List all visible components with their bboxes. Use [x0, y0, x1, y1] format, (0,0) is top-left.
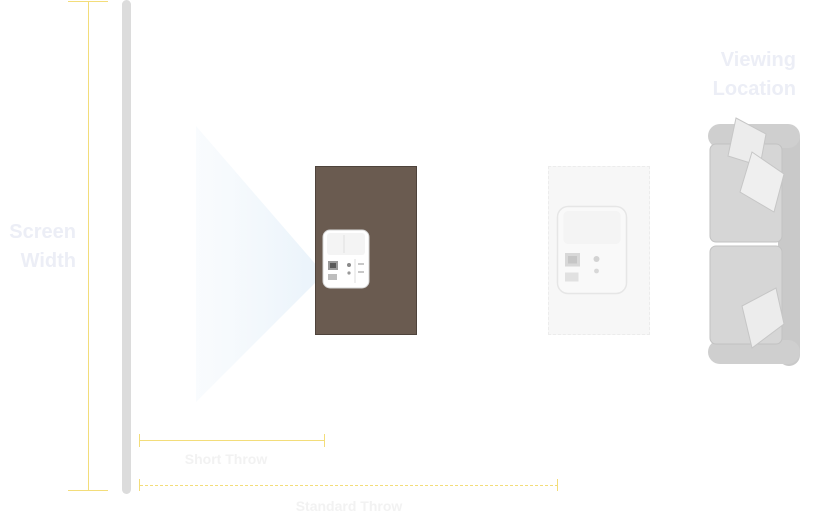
screen-width-line [88, 2, 89, 490]
light-beam-icon [196, 126, 324, 402]
short-throw-label: Short Throw [184, 451, 268, 467]
screen-width-label: Screen Width [0, 218, 76, 276]
screen-width-cap-bottom [68, 490, 108, 491]
viewing-location-label-line2: Location [712, 78, 796, 100]
standard-throw-line [140, 485, 558, 486]
screen-width-label-line2: Width [20, 250, 76, 272]
screen-width-cap-top [68, 1, 108, 2]
screen-width-label-line1: Screen [9, 221, 76, 243]
sofa-icon [708, 117, 800, 366]
ghost-projector-icon [556, 205, 628, 295]
projection-screen [122, 0, 131, 494]
standard-throw-tick-start [139, 479, 140, 491]
viewing-location-label-line1: Viewing [720, 49, 796, 71]
viewing-location-label: Viewing Location [690, 46, 796, 104]
short-throw-tick-start [139, 434, 140, 447]
short-throw-line [140, 440, 325, 441]
standard-throw-label: Standard Throw [295, 498, 403, 514]
short-throw-tick-end [324, 434, 325, 447]
projector-icon [322, 229, 370, 289]
standard-throw-projector-cabinet [548, 166, 650, 335]
standard-throw-tick-end [557, 479, 558, 491]
